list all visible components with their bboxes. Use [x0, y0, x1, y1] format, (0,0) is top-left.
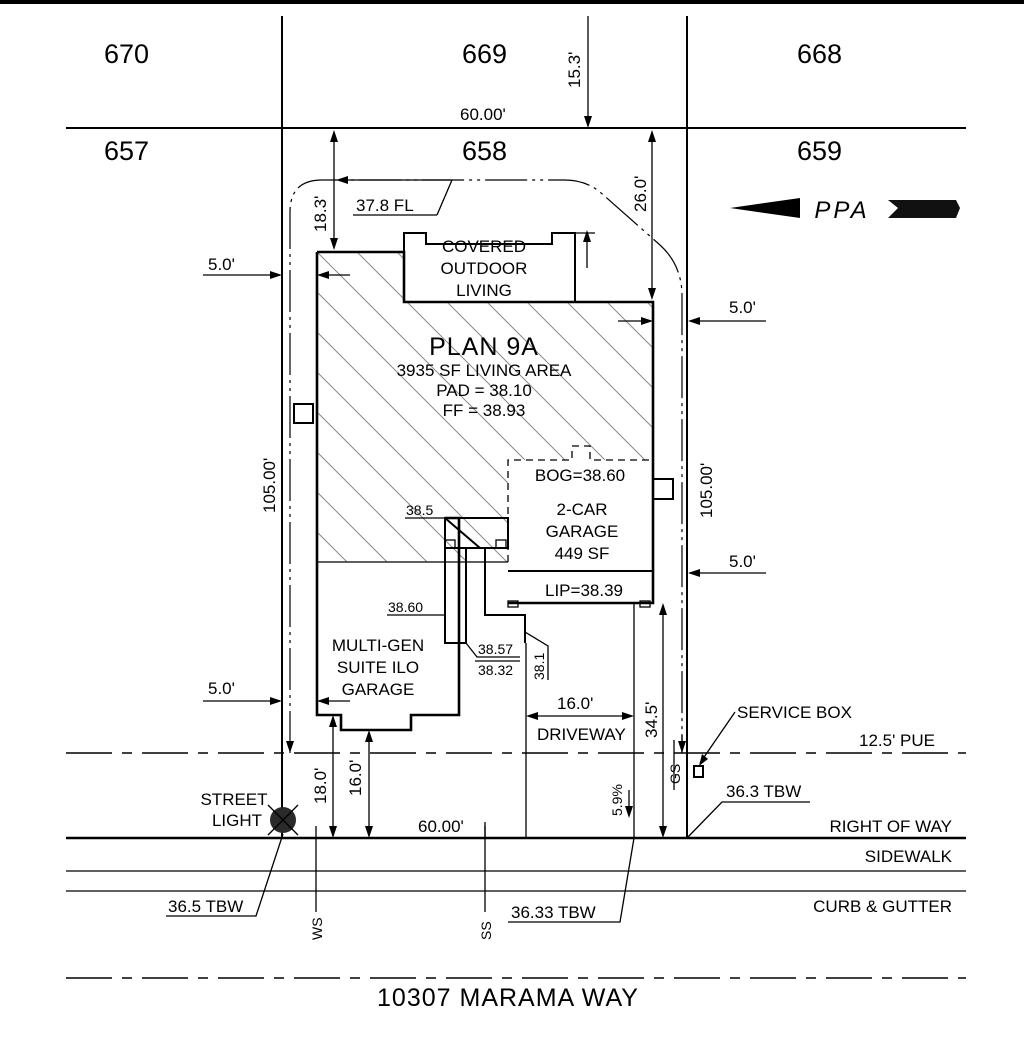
- lot-lines: [66, 16, 966, 979]
- north-arrow-logo: PPA: [730, 197, 960, 224]
- pad-elevation-label: PAD = 38.10: [436, 381, 532, 400]
- ff-elevation-label: FF = 38.93: [443, 401, 526, 420]
- plan-title: PLAN 9A: [429, 333, 539, 361]
- lot-depth-dimension: 105.00': [260, 458, 279, 513]
- rear-width-dimension: 60.00': [460, 105, 506, 124]
- front-width-dimension: 60.00': [418, 817, 464, 836]
- elevation-label: 38.1: [531, 653, 547, 680]
- setback-line: [289, 179, 683, 753]
- side-setback-dimension: 5.0': [208, 679, 235, 698]
- elevation-label: 38.32: [478, 662, 513, 678]
- street-light-label: LIGHT: [212, 811, 262, 830]
- garage-setback-dimension: 34.5': [642, 702, 661, 738]
- dimension-lines: [166, 16, 810, 923]
- top-border: [0, 0, 1024, 4]
- fl-label: 37.8 FL: [356, 196, 414, 215]
- lot-depth-dimension: 105.00': [697, 463, 716, 518]
- lot-number: 657: [104, 136, 149, 166]
- covered-outdoor-label: OUTDOOR: [441, 259, 528, 278]
- water-service-label: WS: [309, 917, 325, 940]
- front-setback-dimension: 16.0': [346, 760, 365, 796]
- house-outline: [315, 232, 674, 732]
- lip-elevation-label: LIP=38.39: [545, 581, 623, 600]
- bog-elevation-label: BOG=38.60: [535, 466, 625, 485]
- street-light-label: STREET: [200, 790, 267, 809]
- lot-number: 669: [462, 39, 507, 69]
- logo-text: PPA: [814, 197, 869, 224]
- lot-number: 659: [797, 136, 842, 166]
- house-hatch: [317, 252, 653, 562]
- multigen-label: SUITE ILO: [337, 658, 419, 677]
- lot-number: 668: [797, 39, 842, 69]
- service-box-icon: [693, 765, 704, 778]
- equipment-pad: [293, 403, 314, 424]
- elevation-label: 38.57: [478, 641, 513, 657]
- driveway-width-dimension: 16.0': [557, 694, 593, 713]
- street-light-icon: [267, 804, 299, 836]
- sidewalk-label: SIDEWALK: [865, 847, 953, 866]
- side-setback-dimension: 5.0': [208, 255, 235, 274]
- front-setback-dimension: 18.0': [311, 768, 330, 804]
- pue-label: 12.5' PUE: [859, 731, 935, 750]
- garage-label: GARAGE: [546, 522, 619, 541]
- service-box-label: SERVICE BOX: [737, 703, 852, 722]
- garage-label: 2-CAR: [556, 500, 607, 519]
- tbw-label: 36.33 TBW: [511, 903, 596, 922]
- lot-number: 670: [104, 39, 149, 69]
- side-setback-dimension: 5.0': [729, 552, 756, 571]
- living-area-label: 3935 SF LIVING AREA: [397, 361, 572, 380]
- lot-number: 658: [462, 136, 507, 166]
- covered-outdoor-label: LIVING: [456, 281, 512, 300]
- elevation-label: 38.5: [406, 502, 433, 518]
- curb-label: CURB & GUTTER: [813, 897, 952, 916]
- gas-service-label: GS: [667, 764, 683, 784]
- multigen-label: MULTI-GEN: [332, 636, 424, 655]
- rear-setback-dimension: 18.3': [311, 196, 330, 232]
- rear-offset-dimension: 15.3': [565, 52, 584, 88]
- covered-outdoor-label: COVERED: [442, 237, 526, 256]
- tbw-label: 36.5 TBW: [168, 897, 243, 916]
- right-of-way-label: RIGHT OF WAY: [830, 817, 952, 836]
- driveway-label: DRIVEWAY: [537, 725, 626, 744]
- street-address: 10307 MARAMA WAY: [377, 984, 639, 1012]
- elevation-label: 38.60: [388, 599, 423, 615]
- side-setback-dimension: 5.0': [729, 298, 756, 317]
- slope-label: 5.9%: [609, 784, 625, 816]
- multigen-label: GARAGE: [342, 680, 415, 699]
- corner-setback-dimension: 26.0': [631, 176, 650, 212]
- garage-label: 449 SF: [555, 544, 610, 563]
- sewer-service-label: SS: [478, 921, 494, 940]
- tbw-label: 36.3 TBW: [726, 782, 801, 801]
